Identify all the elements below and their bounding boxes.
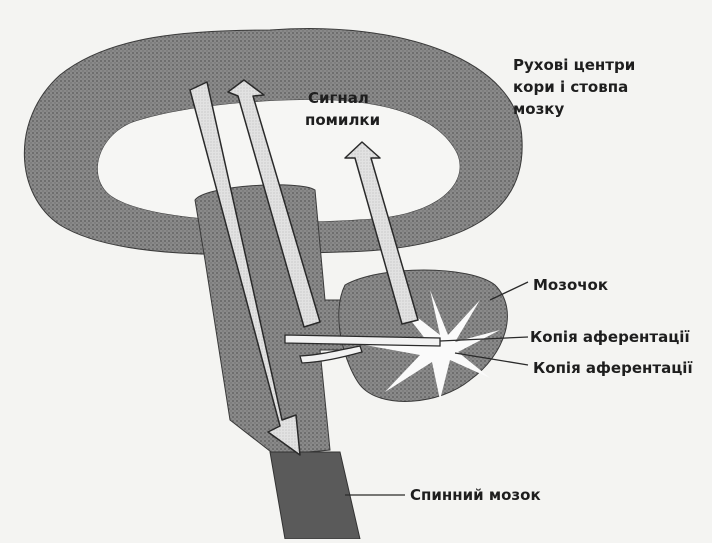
motor-centers-label: Рухові центри кори і стовпа мозку bbox=[513, 56, 640, 118]
error-signal-line-2: помилки bbox=[305, 111, 380, 129]
motor-centers-line-3: мозку bbox=[513, 100, 564, 118]
spinal-cord-label: Спинний мозок bbox=[410, 486, 541, 504]
motor-centers-line-1: Рухові центри bbox=[513, 56, 635, 74]
afferent-copy-label-1: Копія аферентації bbox=[530, 328, 690, 346]
motor-centers-line-2: кори і стовпа bbox=[513, 78, 628, 96]
cerebellum-label: Мозочок bbox=[533, 276, 608, 294]
error-signal-line-1: Сигнал bbox=[308, 89, 369, 107]
afferent-copy-label-2: Копія аферентації bbox=[533, 359, 693, 377]
